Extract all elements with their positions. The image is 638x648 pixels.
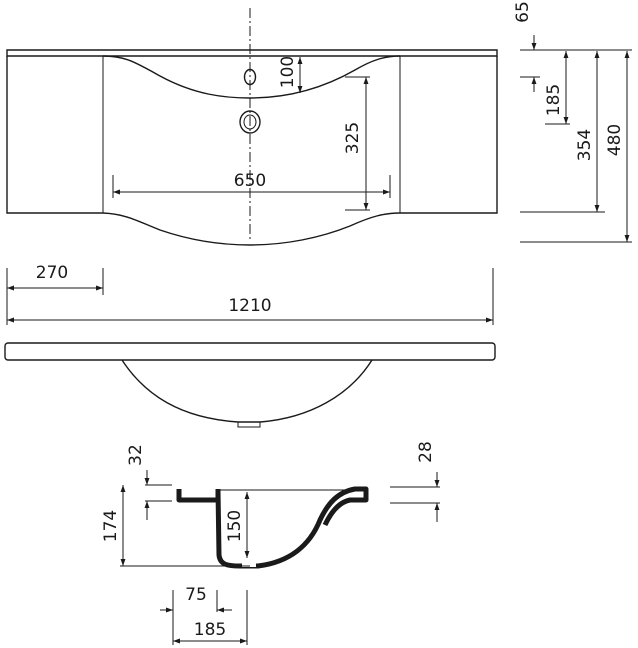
dim-75: 75 [185,585,207,605]
dim-150: 150 [225,510,245,542]
front-slab [4,342,496,361]
drain-icon [239,110,261,134]
bowl-front-curve [102,212,401,246]
section-profile [176,486,369,569]
dim-174: 174 [101,510,121,542]
front-view [4,342,496,428]
dim-100: 100 [278,56,298,88]
dim-354: 354 [575,129,595,161]
dim-1210: 1210 [228,296,271,316]
front-bowl-curve [121,359,373,423]
dim-65: 65 [513,1,533,23]
outer-outline [6,56,498,214]
dim-480: 480 [605,124,625,156]
tap-hole-icon [243,68,257,86]
dim-28: 28 [416,441,436,463]
section-view: 32 28 174 150 75 185 [101,441,440,645]
dim-32: 32 [126,444,146,466]
dim-650: 650 [234,171,266,191]
dim-185-top: 185 [544,84,564,116]
top-view: 100 325 650 65 185 354 480 270 1210 [6,1,632,325]
dim-325: 325 [343,122,363,154]
dim-185-bottom: 185 [194,620,226,640]
dim-270: 270 [36,263,68,283]
top-slab-edge [6,49,498,57]
bowl-back-curve [102,55,401,99]
